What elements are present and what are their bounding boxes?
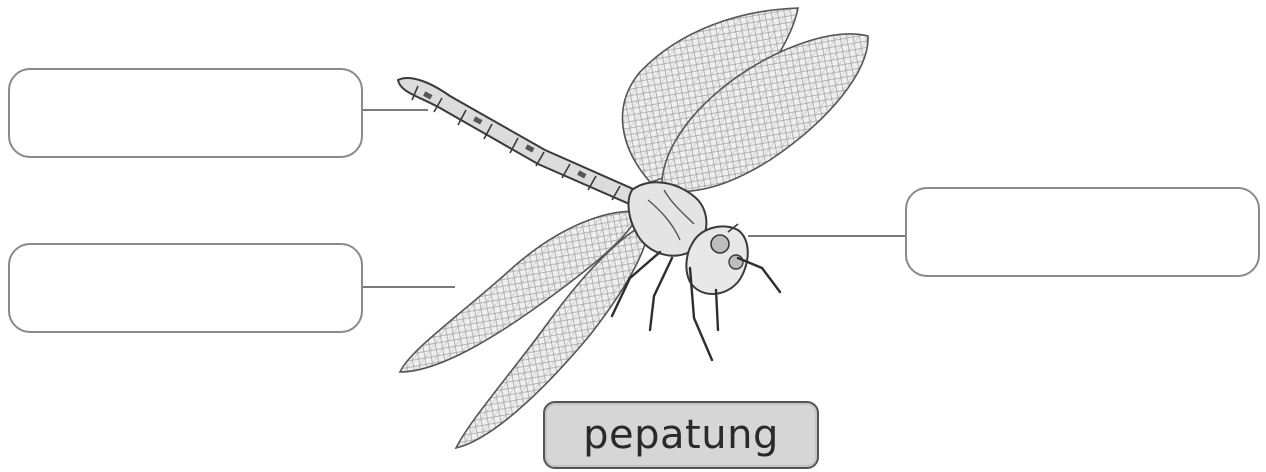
dragonfly-illustration: [398, 8, 868, 448]
label-box-wing[interactable]: [8, 243, 363, 333]
label-box-tail[interactable]: [8, 68, 363, 158]
abdomen: [398, 78, 640, 206]
label-box-head[interactable]: [905, 187, 1260, 277]
title-plate: pepatung: [543, 401, 819, 469]
